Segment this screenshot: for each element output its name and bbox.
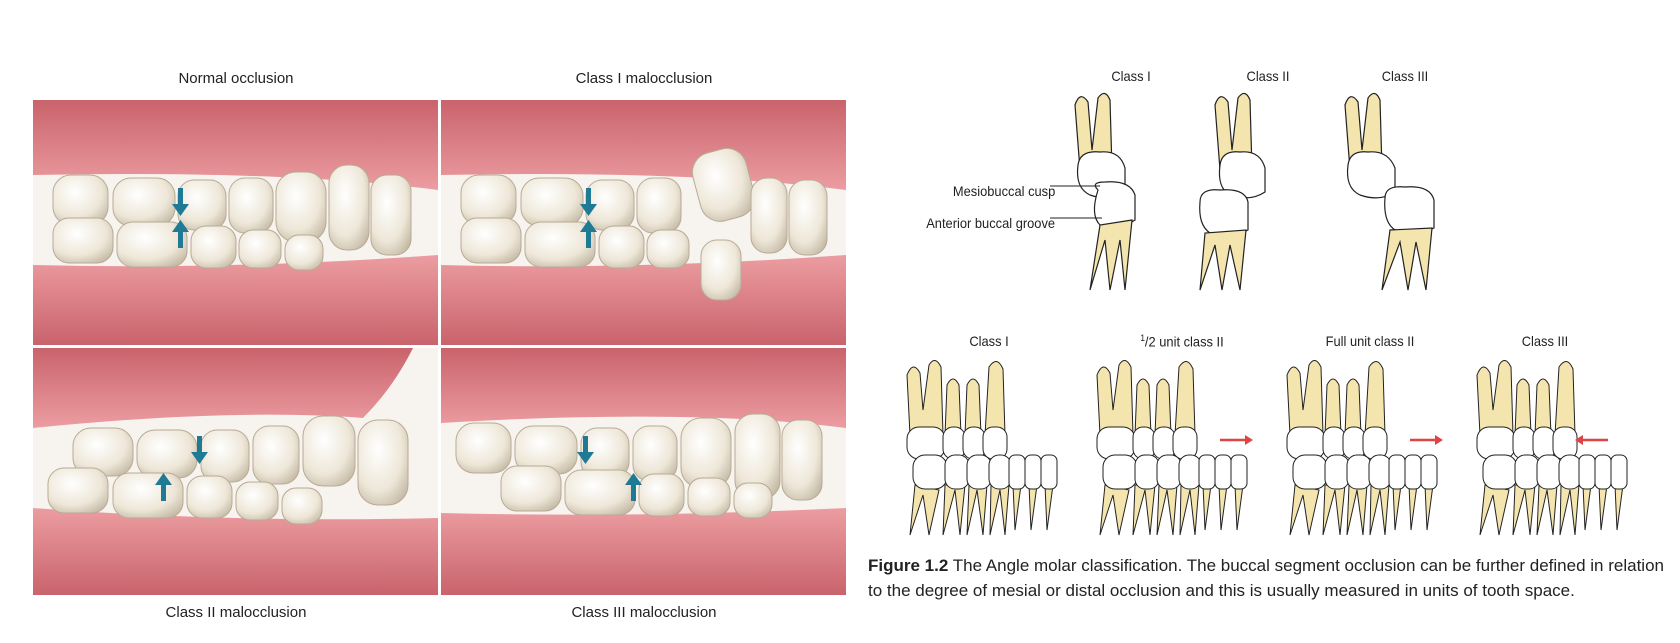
- diagram-top-class3-label: Class III: [1381, 68, 1429, 84]
- mesiobuccal-cusp-label: Mesiobuccal cusp: [952, 183, 1055, 199]
- diagram-bottom-class3-label: Class III: [1521, 333, 1569, 349]
- photo-class2-malocclusion: [33, 348, 438, 595]
- figure-caption-text: The Angle molar classification. The bucc…: [868, 556, 1664, 600]
- diagram-top-class2-label: Class II: [1246, 68, 1290, 84]
- label-class1-malocclusion: Class I malocclusion: [575, 70, 713, 87]
- label-class2-malocclusion: Class II malocclusion: [165, 604, 307, 621]
- figure-caption: Figure 1.2 The Angle molar classificatio…: [868, 553, 1668, 603]
- photo-normal-occlusion: [33, 100, 438, 345]
- label-class3-malocclusion: Class III malocclusion: [571, 604, 717, 621]
- molar-diagram-top: [1050, 92, 1435, 291]
- anterior-buccal-groove-label: Anterior buccal groove: [926, 215, 1055, 231]
- diagram-bottom-half-unit-label: 1/2 unit class II: [1140, 333, 1224, 350]
- figure-label: Figure 1.2: [868, 556, 949, 575]
- molar-diagram-bottom: [906, 359, 1628, 536]
- photo-class1-malocclusion: [441, 100, 846, 345]
- diagram-bottom-class1-label: Class I: [969, 333, 1009, 349]
- diagram-bottom-full-unit-label: Full unit class II: [1325, 333, 1415, 349]
- photo-class3-malocclusion: [441, 348, 846, 595]
- label-normal-occlusion: Normal occlusion: [178, 70, 294, 87]
- diagram-top-class1-label: Class I: [1111, 68, 1151, 84]
